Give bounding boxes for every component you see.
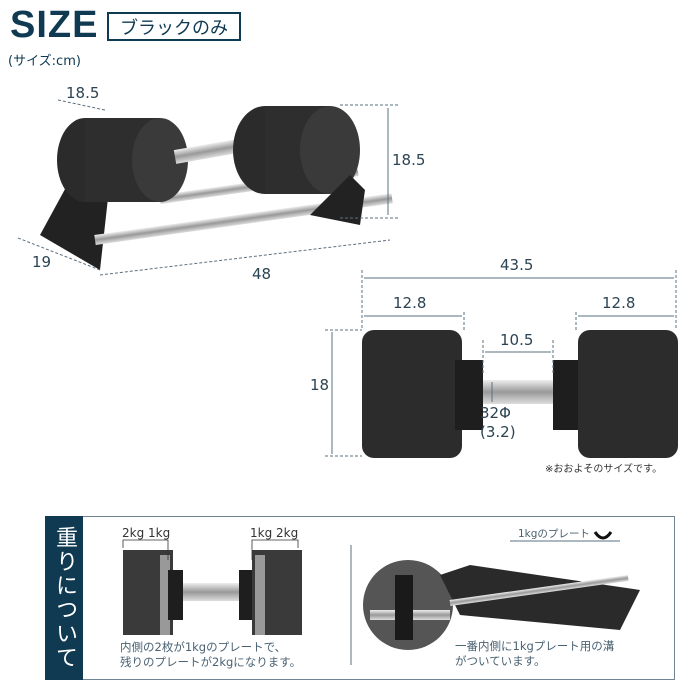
right-caption-1: 一番内側に1kgプレート用の溝 (455, 639, 615, 653)
rack-image (363, 531, 640, 650)
grip-diameter-cm-label: (3.2) (480, 423, 516, 441)
left-caption-1: 内側の2枚が1kgのプレートで、 (120, 640, 287, 654)
front-dumbbell-image (362, 330, 678, 458)
top-dumbbell-image (40, 106, 393, 270)
weights-dumbbell-image (123, 550, 302, 635)
weights-side-title: 重りについて (45, 516, 83, 680)
height-label: 18.5 (392, 151, 426, 169)
right-caption-2: がついています。 (455, 654, 546, 668)
left-kg-labels: 2kg 1kg (122, 526, 171, 540)
left-caption-2: 残りのプレートが2kgになります。 (120, 655, 302, 669)
base-width-label: 19 (32, 253, 52, 271)
color-badge: ブラックのみ (107, 12, 241, 41)
length-label: 48 (252, 265, 272, 283)
left-plate-label: 12.8 (393, 294, 427, 312)
depth-label: 18.5 (66, 84, 100, 102)
handle-length-label: 10.5 (500, 331, 534, 349)
plate-label: 1kgのプレート (518, 528, 590, 540)
right-plate-label: 12.8 (602, 294, 636, 312)
size-title: SIZE (10, 4, 99, 46)
right-kg-labels: 1kg 2kg (250, 526, 299, 540)
grip-diameter-label: 32Φ (480, 404, 511, 422)
unit-label: (サイズ:cm) (8, 54, 81, 69)
front-height-label: 18 (310, 376, 330, 394)
total-length-label: 43.5 (500, 256, 534, 274)
approx-note: ※おおよそのサイズです。 (545, 464, 663, 475)
